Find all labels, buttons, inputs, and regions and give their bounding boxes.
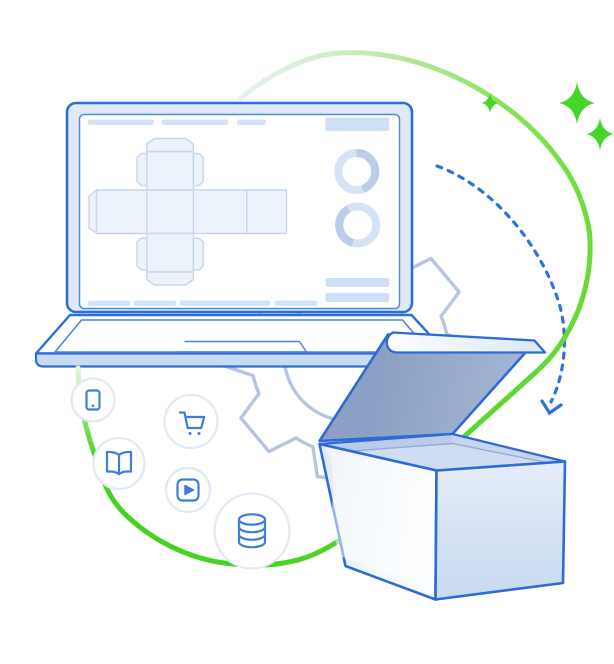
smartphone-icon — [70, 377, 116, 423]
sparkle-icon — [586, 118, 614, 150]
dashed-arrow-arc — [435, 164, 566, 416]
shopping-cart-icon — [163, 393, 219, 450]
donut-chart-bottom — [335, 202, 381, 248]
box-interior — [318, 432, 567, 471]
screen-menu-bars — [88, 117, 389, 131]
box-right-face — [434, 460, 567, 601]
video-play-icon — [164, 466, 212, 514]
sparkles — [481, 82, 614, 150]
arrowhead-icon — [540, 399, 563, 416]
box-front-highlight — [326, 447, 435, 591]
shipping-box — [318, 331, 567, 601]
box-front-rim — [318, 442, 567, 472]
screen-toolbar-bar — [325, 117, 389, 131]
box-template-canvas — [88, 137, 288, 286]
sparkle-icon — [559, 82, 595, 124]
feature-icons — [70, 377, 291, 570]
open-book-icon — [92, 436, 146, 491]
database-icon — [213, 492, 291, 570]
box-lid-flap — [385, 331, 547, 354]
screen-bottom-bars — [88, 278, 389, 306]
donut-chart-top — [334, 149, 380, 194]
sparkle-icon — [481, 93, 499, 113]
laptop-touchpad — [177, 340, 308, 353]
laptop — [34, 101, 449, 368]
